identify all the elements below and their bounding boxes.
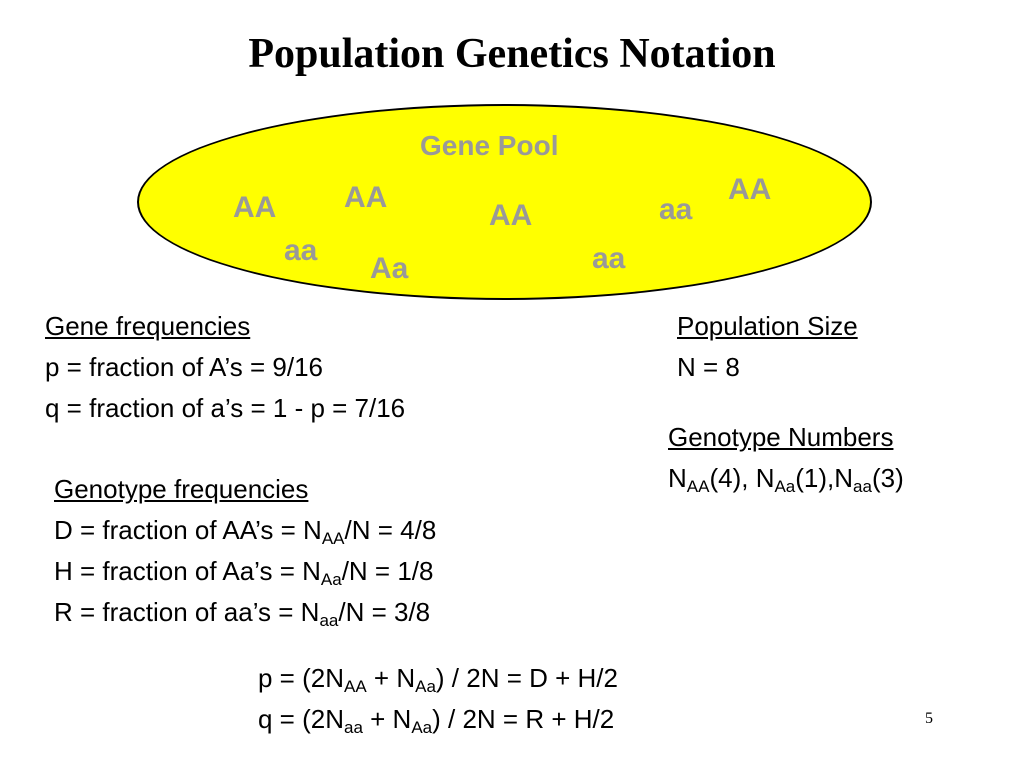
subscript: aa [319,611,339,630]
text: /N = 3/8 [338,597,431,627]
d-definition: D = fraction of AA’s = NAA/N = 4/8 [54,510,436,551]
text: ) / 2N = D + H/2 [435,663,618,693]
subscript: Aa [411,718,433,737]
genotype-AA-3: AA [489,199,533,232]
q-definition: q = fraction of a’s = 1 - p = 7/16 [45,393,406,423]
slide-title: Population Genetics Notation [248,31,776,77]
population-size-heading: Population Size [677,311,858,341]
gene-frequencies-heading: Gene frequencies [45,311,251,341]
genotype-Aa: Aa [370,252,409,285]
genotype-AA-2: AA [344,181,388,214]
genotype-aa-2: aa [284,234,318,267]
p-definition: p = fraction of A’s = 9/16 [45,352,324,382]
p-formula: p = (2NAA + NAa) / 2N = D + H/2 [258,658,618,699]
genotype-numbers-line: NAA(4), NAa(1),Naa(3) [668,458,904,499]
subscript: aa [344,718,363,737]
q-formula: q = (2Naa + NAa) / 2N = R + H/2 [258,699,618,740]
subscript: Aa [415,677,436,696]
text: p = (2N [258,663,344,693]
genotype-aa-1: aa [659,193,693,226]
population-size-block: Population Size N = 8 [677,306,858,388]
subscript: aa [853,477,872,496]
genotype-numbers-block: Genotype Numbers NAA(4), NAa(1),Naa(3) [668,417,904,499]
text: H = fraction of Aa’s = N [54,556,321,586]
gene-pool-label: Gene Pool [420,130,559,161]
text: /N = 4/8 [344,515,437,545]
text: + N [362,704,412,734]
text: R = fraction of aa’s = N [54,597,320,627]
genotype-frequencies-heading: Genotype frequencies [54,474,309,504]
genotype-AA-1: AA [233,191,277,224]
r-definition: R = fraction of aa’s = Naa/N = 3/8 [54,592,436,633]
population-size-value: N = 8 [677,352,740,382]
genotype-aa-3: aa [592,242,626,275]
h-definition: H = fraction of Aa’s = NAa/N = 1/8 [54,551,436,592]
genotype-AA-4: AA [728,173,772,206]
gene-pool-ellipse [137,104,872,300]
text: (3) [871,463,904,493]
text: (1),N [795,463,854,493]
subscript: AA [344,677,367,696]
genotype-numbers-heading: Genotype Numbers [668,422,894,452]
text: /N = 1/8 [341,556,434,586]
text: D = fraction of AA’s = N [54,515,322,545]
subscript: AA [686,477,710,496]
slide-number: 5 [925,710,933,727]
text: N [668,463,687,493]
text: ) / 2N = R + H/2 [432,704,615,734]
formulas-block: p = (2NAA + NAa) / 2N = D + H/2 q = (2Na… [258,658,618,740]
text: + N [366,663,416,693]
gene-frequencies-block: Gene frequencies p = fraction of A’s = 9… [45,306,405,429]
genotype-frequencies-block: Genotype frequencies D = fraction of AA’… [54,469,436,633]
subscript: Aa [320,570,342,589]
text: q = (2N [258,704,344,734]
subscript: Aa [774,477,796,496]
subscript: AA [321,529,345,548]
text: (4), N [709,463,775,493]
